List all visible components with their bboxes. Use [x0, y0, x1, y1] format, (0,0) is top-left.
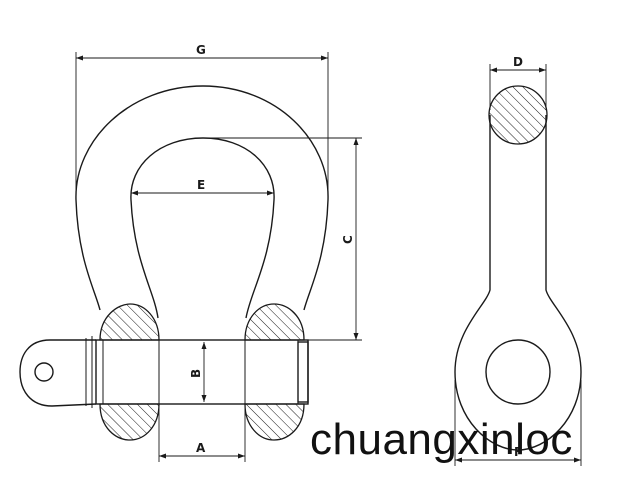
pin-eye-hole — [34, 362, 54, 382]
dim-label-a: A — [196, 441, 206, 455]
dim-label-d: D — [513, 55, 523, 69]
side-view: D F — [454, 55, 582, 466]
bow-inner — [130, 137, 275, 319]
dim-g: G — [75, 43, 329, 200]
side-outline — [454, 115, 582, 451]
dim-label-e: E — [197, 178, 205, 192]
watermark-text: chuangxinloc — [310, 415, 573, 464]
bow-section — [488, 85, 548, 145]
side-pin-hole — [485, 339, 551, 405]
dim-b: B — [189, 342, 207, 402]
dim-c: C — [203, 137, 362, 341]
dim-label-b: B — [189, 369, 203, 378]
dim-a: A — [158, 404, 246, 462]
dim-label-f: F — [514, 445, 522, 459]
ear-section-top-right — [244, 303, 305, 341]
bow-outer — [75, 85, 329, 311]
front-view: G E C B A — [19, 43, 362, 462]
ear-section-bottom-right — [244, 403, 305, 441]
ear-section-top-left — [99, 303, 160, 341]
pin-head — [19, 339, 97, 407]
dim-e: E — [131, 178, 274, 196]
ear-section-bottom-left — [99, 403, 160, 441]
dim-label-g: G — [196, 43, 206, 57]
pin-nut — [297, 341, 309, 403]
dim-f: F — [454, 380, 582, 466]
dim-d: D — [489, 55, 547, 110]
dim-label-c: C — [341, 235, 355, 244]
